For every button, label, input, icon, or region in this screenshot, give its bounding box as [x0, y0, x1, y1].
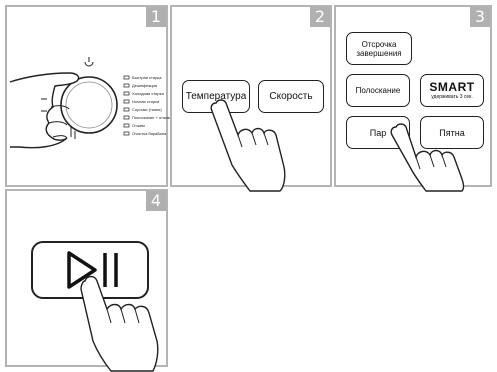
- program-light: [123, 131, 130, 136]
- steam-button-label: Пар: [369, 127, 387, 138]
- step-number-4: 4: [146, 191, 166, 211]
- speed-button-label: Скорость: [269, 91, 313, 102]
- rinse-button-label: Полоскание: [355, 86, 401, 95]
- power-icon: [84, 57, 94, 67]
- step-number-2: 2: [310, 7, 330, 27]
- program-light: [123, 99, 130, 104]
- step-panel-4: 4: [5, 189, 168, 372]
- program-light: [123, 75, 130, 80]
- step-panel-2: 2 Температура Скорость: [170, 5, 332, 192]
- pointing-hand-illustration: [390, 123, 465, 192]
- step-panel-3: 3 Отсрочка завершения Полоскание SMART у…: [334, 5, 492, 192]
- hand-illustration: [9, 72, 80, 149]
- step-number-1: 1: [146, 7, 166, 27]
- smart-button[interactable]: SMART удерживать 3 сек.: [420, 74, 484, 107]
- delay-end-button[interactable]: Отсрочка завершения: [346, 32, 412, 65]
- delay-end-label-line1: Отсрочка: [361, 39, 397, 49]
- program-light: [123, 83, 130, 88]
- program-label: Сорочки (ткани): [132, 107, 162, 112]
- program-light: [123, 91, 130, 96]
- smart-button-hint: удерживать 3 сек.: [431, 94, 473, 100]
- program-dial: [60, 76, 118, 134]
- dial-hand-illustration: [9, 57, 130, 149]
- program-label: Быстрая стирка: [132, 75, 162, 80]
- play-pause-icon: [67, 251, 118, 289]
- delay-end-label-line2: завершения: [356, 48, 402, 58]
- rinse-button[interactable]: Полоскание: [346, 74, 410, 107]
- stain-button[interactable]: Пятна: [420, 116, 484, 149]
- step-number-3: 3: [470, 7, 490, 27]
- smart-button-label: SMART: [429, 80, 475, 94]
- start-pause-illustration: [67, 251, 159, 372]
- stain-button-label: Пятна: [439, 127, 465, 138]
- pointing-hand-illustration: [80, 275, 159, 372]
- program-label: Очистка барабана: [132, 131, 167, 136]
- program-light: [123, 107, 130, 112]
- temperature-button-label: Температура: [185, 91, 247, 102]
- pointing-hand-illustration: [210, 99, 286, 192]
- temperature-button[interactable]: Температура: [182, 80, 250, 113]
- speed-button[interactable]: Скорость: [258, 80, 324, 113]
- program-light: [123, 123, 130, 128]
- program-label: Полоскание + отжим: [132, 115, 171, 120]
- program-label: Холодная стирка: [132, 91, 164, 96]
- program-light: [123, 115, 130, 120]
- program-label: Отжим: [132, 123, 145, 128]
- program-label: Дезинфекция: [132, 83, 158, 88]
- program-label: Ночная стирка: [132, 99, 160, 104]
- step-panel-1: 1 Быстрая стирка Дезинфекция Холодная ст…: [5, 5, 171, 187]
